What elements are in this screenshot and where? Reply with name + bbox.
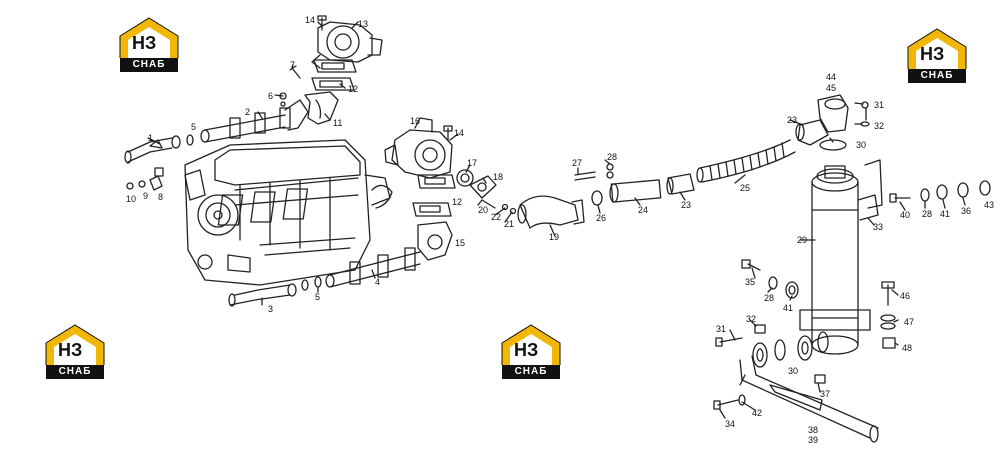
logo-house-icon <box>501 324 561 365</box>
watermark-logo: НЗ СНАБ <box>906 27 968 85</box>
callout-label: 23 <box>787 115 798 125</box>
callout-label: 47 <box>904 317 915 327</box>
callout-label: 40 <box>900 210 911 220</box>
callout-label: 11 <box>333 118 343 128</box>
callout-label: 14 <box>454 128 465 138</box>
callout-label: 31 <box>874 100 885 110</box>
callout-label: 39 <box>808 435 819 445</box>
callout-label: 41 <box>940 209 951 219</box>
callout-label: 15 <box>455 238 466 248</box>
callout-label: 16 <box>410 116 421 126</box>
logo-house-icon <box>119 17 179 58</box>
callout-label: 24 <box>638 205 649 215</box>
callout-label: 41 <box>783 303 794 313</box>
callout-label: 32 <box>874 121 885 131</box>
callout-label: 44 <box>826 72 837 82</box>
callout-label: 2 <box>245 107 251 117</box>
callout-label: 4 <box>375 277 381 287</box>
logo-text: СНАБ <box>908 69 966 83</box>
callout-label: 33 <box>873 222 884 232</box>
callout-label: 5 <box>315 292 321 302</box>
callout-label: 20 <box>478 205 489 215</box>
watermark-logo: НЗ СНАБ <box>500 323 562 381</box>
logo-text: СНАБ <box>120 58 178 72</box>
callout-label: 30 <box>856 140 867 150</box>
callout-label: 8 <box>158 192 164 202</box>
callout-label: 10 <box>126 194 137 204</box>
callout-label: 3 <box>268 304 274 314</box>
callout-label: 13 <box>358 19 369 29</box>
logo-mark: НЗ <box>58 340 83 360</box>
callout-label: 31 <box>716 324 727 334</box>
callout-label: 1 <box>148 133 154 143</box>
callout-label: 22 <box>491 212 502 222</box>
callout-label: 34 <box>725 419 736 429</box>
callout-label: 12 <box>452 197 463 207</box>
callout-label: 28 <box>764 293 775 303</box>
callout-label: 6 <box>268 91 274 101</box>
callout-label: 12 <box>348 84 359 94</box>
watermark-logo: НЗ СНАБ <box>118 16 180 74</box>
logo-mark: НЗ <box>514 340 539 360</box>
callout-label: 7 <box>290 60 296 70</box>
callout-label: 14 <box>305 15 316 25</box>
callout-label: 23 <box>681 200 692 210</box>
callout-label: 21 <box>504 219 515 229</box>
logo-text: СНАБ <box>46 365 104 379</box>
engine-block-drawing <box>184 139 393 286</box>
callout-label: 36 <box>961 206 972 216</box>
callout-label: 38 <box>808 425 819 435</box>
logo-house-icon <box>907 28 967 69</box>
logo-mark: НЗ <box>132 33 157 53</box>
callout-label: 48 <box>902 343 913 353</box>
watermark-logo: НЗ СНАБ <box>44 323 106 381</box>
callout-label: 30 <box>788 366 799 376</box>
callout-label: 37 <box>820 389 831 399</box>
callout-label: 43 <box>984 200 995 210</box>
callout-label: 32 <box>746 314 757 324</box>
callout-label: 26 <box>596 213 607 223</box>
callout-label: 46 <box>900 291 911 301</box>
callout-label: 19 <box>549 232 560 242</box>
callout-label: 5 <box>191 122 197 132</box>
callout-label: 27 <box>572 158 583 168</box>
callout-label: 9 <box>143 191 149 201</box>
logo-house-icon <box>45 324 105 365</box>
logo-text: СНАБ <box>502 365 560 379</box>
logo-mark: НЗ <box>920 44 945 64</box>
callout-label: 17 <box>467 158 478 168</box>
callout-label: 18 <box>493 172 504 182</box>
callout-label: 35 <box>745 277 756 287</box>
callout-label: 45 <box>826 83 837 93</box>
callout-label: 42 <box>752 408 763 418</box>
callout-label: 29 <box>797 235 808 245</box>
callout-label: 25 <box>740 183 751 193</box>
callout-label: 28 <box>607 152 618 162</box>
callout-label: 28 <box>922 209 933 219</box>
